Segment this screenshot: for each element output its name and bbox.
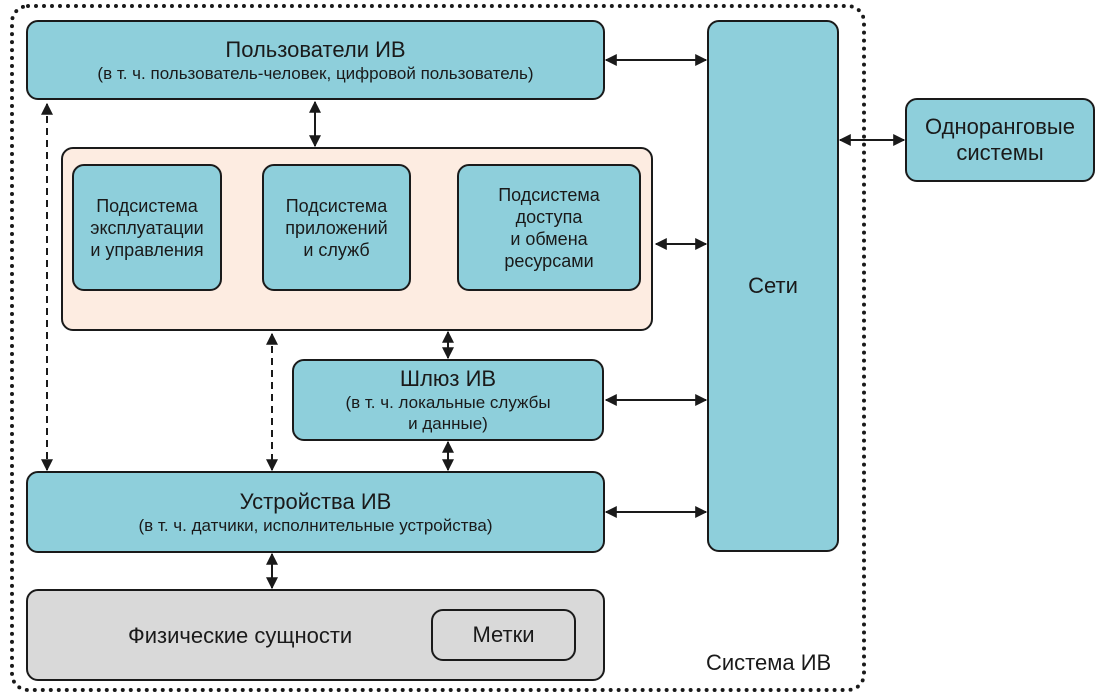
tags-label: Метки bbox=[472, 622, 535, 647]
subsystem-operations-line: и управления bbox=[90, 239, 204, 260]
networks-title: Сети bbox=[748, 273, 798, 298]
subsystem-applications-line: приложений bbox=[285, 217, 388, 238]
physical-entities-box: Физические сущности bbox=[26, 589, 605, 681]
gateway-box: Шлюз ИВ (в т. ч. локальные службы и данн… bbox=[292, 359, 604, 441]
peer-systems-box: Одноранговые системы bbox=[905, 98, 1095, 182]
devices-subtitle: (в т. ч. датчики, исполнительные устройс… bbox=[138, 515, 493, 535]
subsystem-applications-line: и служб bbox=[303, 239, 370, 260]
subsystem-access-line: и обмена bbox=[510, 228, 588, 249]
users-title: Пользователи ИВ bbox=[225, 36, 406, 62]
subsystem-operations-box: Подсистема эксплуатации и управления bbox=[72, 164, 222, 291]
subsystem-access-line: доступа bbox=[515, 206, 583, 227]
subsystem-applications-line: Подсистема bbox=[285, 195, 388, 216]
subsystem-operations-line: Подсистема bbox=[96, 195, 198, 216]
physical-entities-title: Физические сущности bbox=[128, 623, 353, 648]
users-box: Пользователи ИВ (в т. ч. пользователь-че… bbox=[26, 20, 605, 100]
subsystem-access-box: Подсистема доступа и обмена ресурсами bbox=[457, 164, 641, 291]
users-subtitle: (в т. ч. пользователь-человек, цифровой … bbox=[97, 63, 534, 83]
devices-box: Устройства ИВ (в т. ч. датчики, исполнит… bbox=[26, 471, 605, 553]
subsystem-applications-box: Подсистема приложений и служб bbox=[262, 164, 411, 291]
gateway-subtitle-line: (в т. ч. локальные службы bbox=[345, 393, 551, 412]
system-label: Система ИВ bbox=[706, 650, 832, 675]
subsystem-access-line: Подсистема bbox=[498, 184, 600, 205]
subsystem-operations-line: эксплуатации bbox=[90, 217, 204, 238]
networks-box: Сети bbox=[707, 20, 839, 552]
devices-title: Устройства ИВ bbox=[239, 488, 392, 514]
peer-systems-line: Одноранговые bbox=[925, 114, 1075, 139]
gateway-title: Шлюз ИВ bbox=[399, 366, 497, 391]
iot-system-boundary bbox=[10, 4, 866, 692]
gateway-subtitle-line: и данные) bbox=[408, 414, 488, 433]
peer-systems-line: системы bbox=[956, 140, 1044, 165]
tags-box: Метки bbox=[431, 609, 576, 661]
subsystem-access-line: ресурсами bbox=[504, 250, 594, 271]
